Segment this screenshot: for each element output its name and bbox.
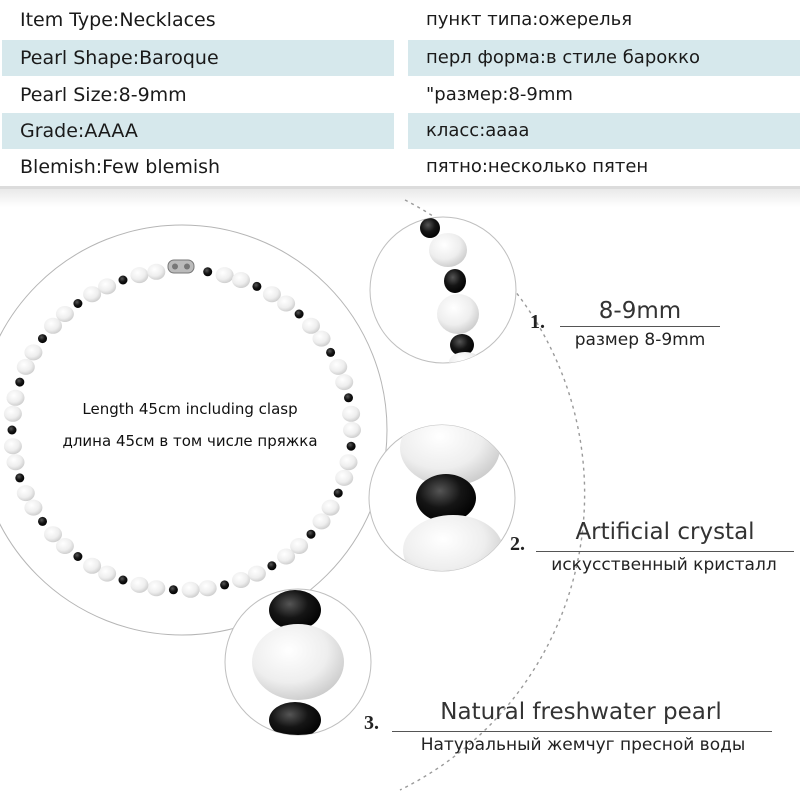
divider — [0, 186, 800, 189]
clasp-icon — [167, 259, 195, 274]
necklace-frame — [0, 224, 388, 636]
pearl-bead — [198, 580, 217, 597]
pearl-bead — [277, 295, 296, 312]
pearl-bead — [98, 278, 117, 295]
pearl-bead — [3, 405, 22, 422]
pearl-bead — [44, 526, 62, 543]
crystal-bead — [118, 275, 128, 285]
detail-circle-2 — [368, 424, 516, 572]
spec-pearl-size-ru: "размер:8-9mm — [426, 84, 573, 105]
pearl-bead — [44, 317, 62, 334]
length-label-ru: длина 45см в том числе пряжка — [62, 432, 318, 450]
detail-2-number: 2. — [510, 533, 525, 555]
pearl-bead — [181, 581, 200, 598]
pearl-bead — [24, 499, 43, 516]
guide-arc — [399, 199, 586, 791]
crystal-bead — [38, 516, 47, 526]
spec-item-type-ru: пункт типа:ожерелья — [426, 9, 633, 30]
pearl-bead — [312, 513, 331, 530]
detail-1-sub: размер 8-9mm — [574, 330, 706, 350]
pearl-bead — [342, 405, 361, 422]
crystal-bead — [203, 267, 213, 277]
pearl-bead — [55, 538, 74, 554]
crystal-bead — [118, 575, 128, 585]
detail-2-title: Artificial crystal — [575, 519, 755, 545]
spec-table: Item Type:Necklaces пункт типа:ожерелья … — [0, 0, 800, 188]
crystal-bead — [7, 425, 17, 435]
pearl-bead — [147, 263, 166, 280]
pearl-bead — [3, 438, 22, 455]
detail-2-underline — [536, 551, 794, 552]
pearl-bead — [339, 454, 358, 471]
pearl-bead — [130, 267, 149, 284]
spec-pearl-shape-ru: перл форма:в стиле барокко — [408, 40, 800, 76]
crystal-bead — [15, 377, 25, 387]
pearl-bead — [147, 580, 166, 597]
length-label-en: Length 45cm including clasp — [82, 400, 298, 418]
pearl-bead — [262, 286, 281, 303]
necklace-beads — [3, 263, 361, 598]
crystal-bead — [168, 585, 178, 595]
pearl-bead — [215, 267, 234, 284]
detail-2-sub: искусственный кристалл — [551, 555, 777, 575]
pearl-bead — [130, 576, 149, 593]
pearl-bead — [343, 422, 361, 438]
spec-pearl-shape: Pearl Shape:Baroque — [2, 40, 394, 76]
pearl-bead — [335, 469, 354, 486]
pearl-bead — [321, 499, 340, 516]
crystal-bead — [73, 299, 83, 308]
detail-3-sub: Натуральный жемчуг пресной воды — [420, 735, 746, 755]
pearl-bead — [290, 538, 309, 554]
pearl-bead — [232, 572, 250, 588]
pearl-bead — [98, 565, 117, 582]
pearl-bead — [329, 358, 348, 375]
crystal-bead — [15, 473, 25, 483]
detail-1-number: 1. — [530, 311, 545, 333]
crystal-bead — [306, 529, 316, 539]
detail-3-title: Natural freshwater pearl — [440, 699, 722, 725]
pearl-bead — [55, 306, 74, 322]
crystal-bead — [38, 334, 47, 344]
detail-3-underline — [392, 731, 772, 732]
crystal-bead — [326, 347, 336, 357]
pearl-bead — [335, 374, 354, 391]
detail-1-underline — [560, 326, 720, 327]
spec-grade-ru: класс:аааа — [408, 113, 800, 149]
spec-pearl-size: Pearl Size:8-9mm — [20, 84, 187, 106]
detail-3-number: 3. — [364, 712, 379, 734]
spec-item-type: Item Type:Necklaces — [20, 9, 216, 31]
crystal-bead — [73, 552, 83, 561]
spec-blemish: Blemish:Few blemish — [20, 156, 221, 178]
crystal-bead — [333, 488, 343, 498]
crystal-bead — [220, 580, 230, 590]
pearl-bead — [16, 358, 35, 375]
pearl-bead — [6, 454, 25, 471]
detail-circle-3 — [224, 588, 372, 736]
pearl-bead — [6, 389, 25, 406]
pearl-bead — [24, 344, 43, 361]
spec-grade: Grade:AAAA — [2, 113, 394, 149]
crystal-bead — [267, 561, 277, 571]
pearl-bead — [16, 485, 35, 502]
crystal-bead — [252, 281, 262, 291]
pearl-bead — [232, 272, 250, 288]
divider-shadow — [0, 189, 800, 207]
crystal-bead — [294, 309, 304, 319]
pearl-bead — [312, 330, 331, 347]
pearl-bead — [302, 317, 320, 334]
crystal-bead — [346, 441, 356, 451]
pearl-bead — [83, 557, 102, 574]
spec-blemish-ru: пятно:несколько пятен — [426, 156, 649, 177]
detail-1-title: 8-9mm — [598, 298, 682, 324]
pearl-bead — [247, 565, 266, 582]
crystal-bead — [344, 393, 353, 403]
detail-circle-1 — [369, 216, 517, 364]
pearl-bead — [83, 286, 102, 303]
pearl-bead — [277, 548, 296, 565]
